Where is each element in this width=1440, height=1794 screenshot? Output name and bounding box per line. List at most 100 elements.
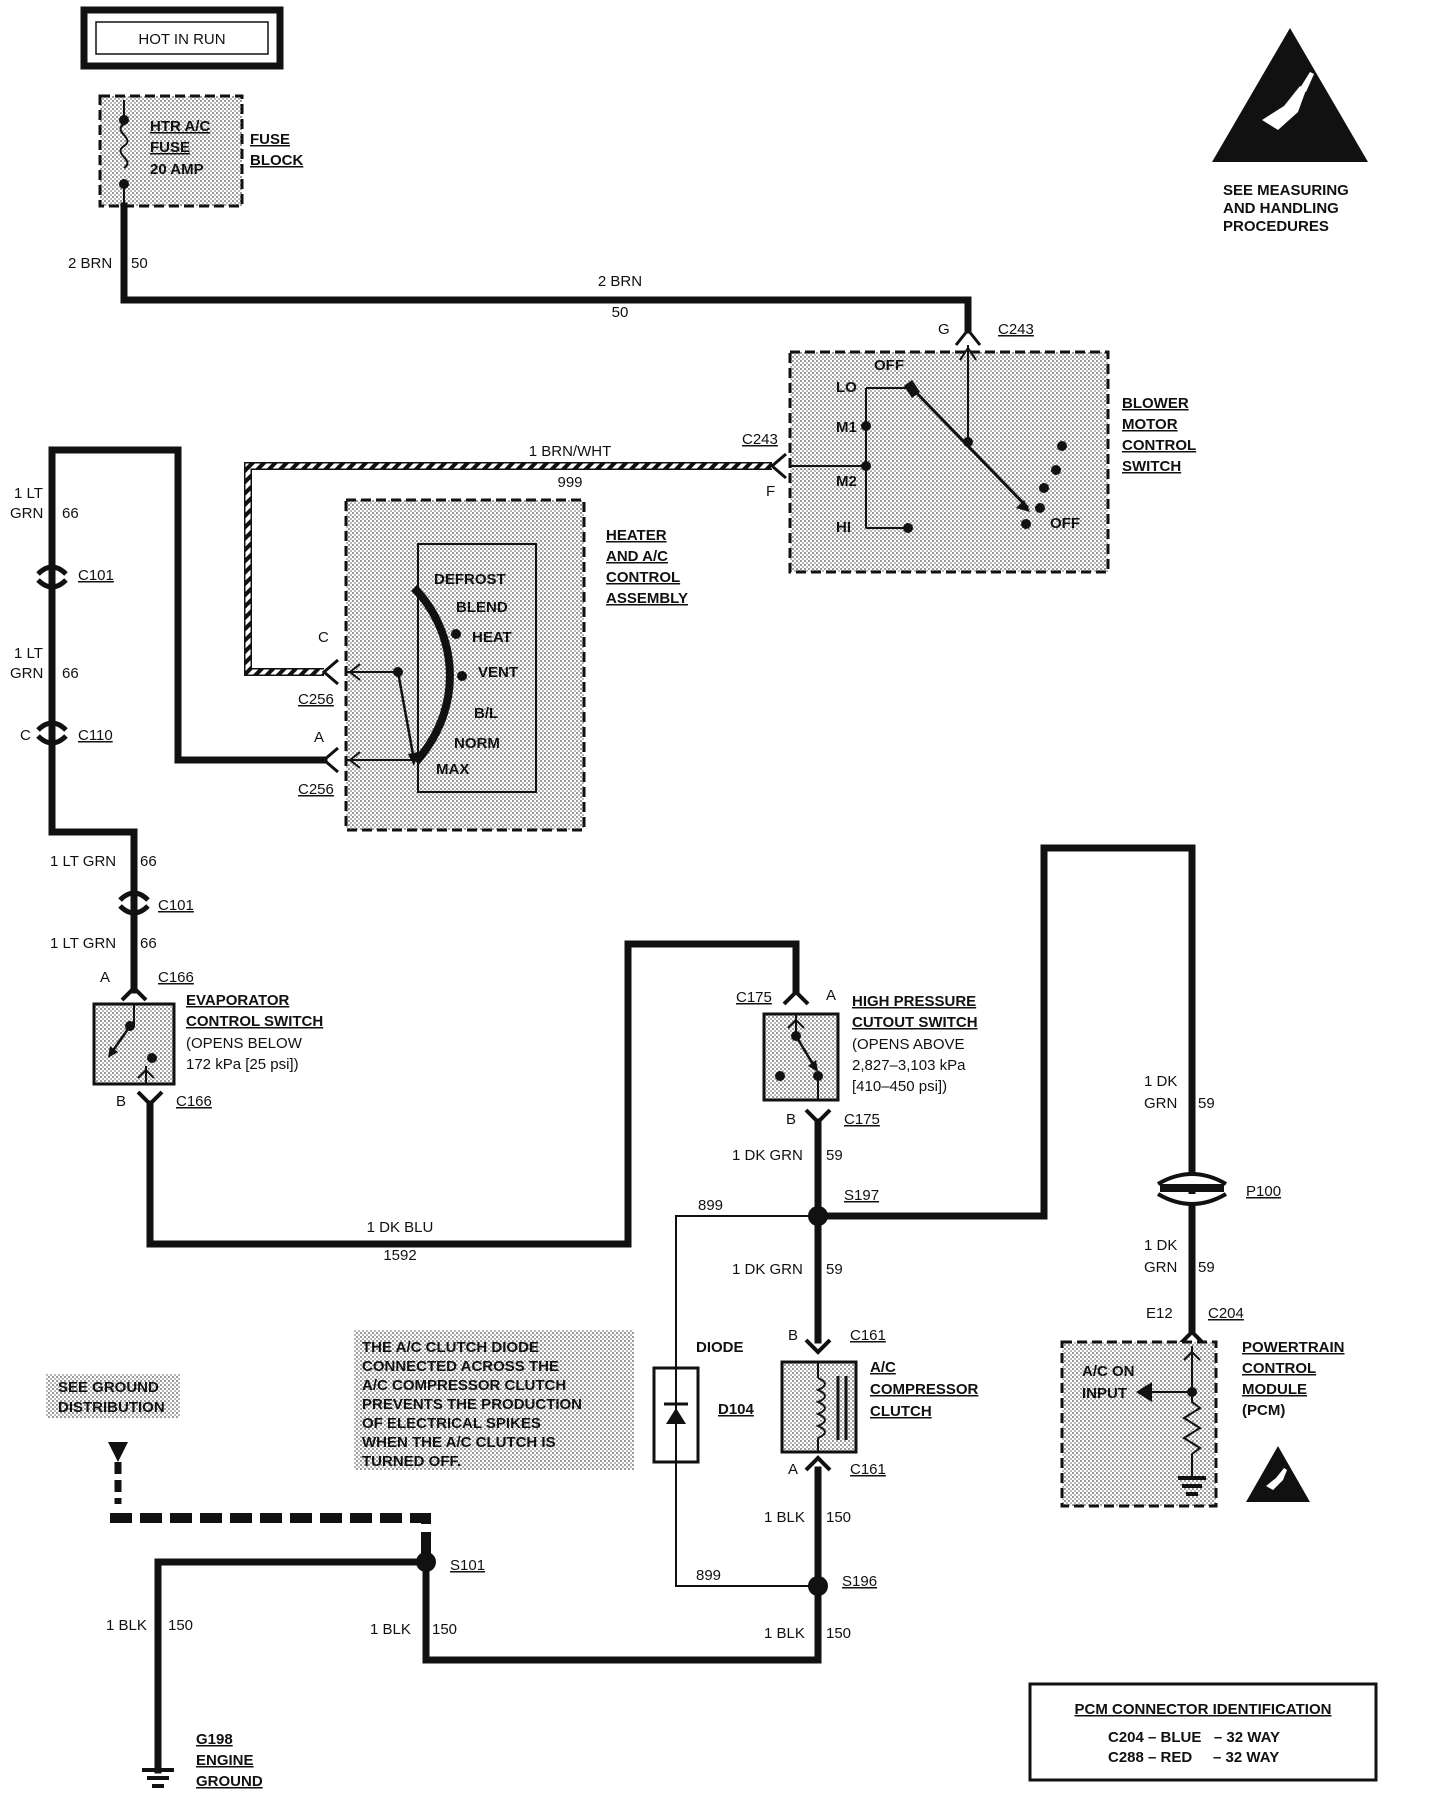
blk-w1-num: 150 [826, 1509, 851, 1526]
pcm-wire-w2-b: GRN [1144, 1259, 1177, 1276]
ltgrn-c101-a: C101 [78, 567, 114, 584]
blower-pos-m2: M2 [836, 473, 857, 490]
pcm-wire-conn: C204 [1208, 1305, 1244, 1322]
connector-c256-c [321, 658, 339, 686]
ground-ref-arrow-icon [108, 1442, 128, 1462]
blk-w4: 1 BLK [370, 1621, 411, 1638]
ltgrn-w2-num: 66 [62, 665, 79, 682]
heater-mode-heat: HEAT [472, 629, 512, 646]
pcm-conn-id-row-2: C288 – RED – 32 WAY [1108, 1749, 1279, 1766]
pcm-wire-w1-a: 1 DK [1144, 1073, 1177, 1090]
dkgrn-w2-num: 59 [826, 1261, 843, 1278]
heater-mode-bl: B/L [474, 705, 498, 722]
ltgrn-w2-b: GRN [10, 665, 43, 682]
hps-title-1: HIGH PRESSURE [852, 993, 976, 1010]
pcm-title-4: (PCM) [1242, 1402, 1285, 1419]
pcm-input-2: INPUT [1082, 1385, 1127, 1402]
diode-note-6: WHEN THE A/C CLUTCH IS [362, 1434, 556, 1451]
hps-note-3: [410–450 psi]) [852, 1078, 947, 1095]
fuse-block-label-2: BLOCK [250, 152, 303, 169]
clutch-conn-a: C161 [850, 1461, 886, 1478]
blower-pos-m1: M1 [836, 419, 857, 436]
heater-conn-a-id: C256 [298, 781, 334, 798]
connector-c101-a [36, 564, 68, 590]
ac-compressor-clutch [780, 1360, 858, 1454]
dkgrn-899-a: 899 [698, 1197, 723, 1214]
hps-pin-a: A [826, 987, 836, 1004]
ground-id: G198 [196, 1731, 233, 1748]
wire-brnwht-label: 1 BRN/WHT [529, 443, 612, 460]
pcm-wire-w1-b: GRN [1144, 1095, 1177, 1112]
hps-conn-b: C175 [844, 1111, 880, 1128]
pcm-wire-w2-a: 1 DK [1144, 1237, 1177, 1254]
esd-warning-icon [1212, 28, 1368, 162]
heater-title-1: HEATER [606, 527, 667, 544]
ltgrn-w3: 1 LT GRN [50, 853, 116, 870]
connector-c166-a [120, 985, 148, 1002]
blk-s196: S196 [842, 1573, 877, 1590]
evaporator-control-switch [92, 1002, 176, 1086]
blower-pos-off-bottom: OFF [1050, 515, 1080, 532]
evap-title-2: CONTROL SWITCH [186, 1013, 323, 1030]
blower-title-1: BLOWER [1122, 395, 1189, 412]
pcm-title-2: CONTROL [1242, 1360, 1316, 1377]
blower-pos-lo: LO [836, 379, 857, 396]
ltgrn-c110: C110 [78, 727, 113, 744]
fuse-label-2: FUSE [150, 139, 190, 156]
ltgrn-w3-num: 66 [140, 853, 157, 870]
blower-pin-f: F [766, 483, 775, 500]
wire-999-label: 999 [557, 474, 582, 491]
pcm-wire-w2-num: 59 [1198, 1259, 1215, 1276]
hot-in-run-box: HOT IN RUN [80, 6, 284, 70]
wire-blk-150 [154, 1466, 822, 1774]
blk-s101: S101 [450, 1557, 485, 1574]
blk-w2: 1 BLK [764, 1625, 805, 1642]
diode-note-3: A/C COMPRESSOR CLUTCH [362, 1377, 566, 1394]
dkgrn-w1: 1 DK GRN [732, 1147, 803, 1164]
fuse-block-label-1: FUSE [250, 131, 290, 148]
pcm-wire-pin: E12 [1146, 1305, 1173, 1322]
connector-c110 [36, 720, 68, 746]
high-pressure-cutout-switch [762, 1012, 840, 1102]
heater-title-4: ASSEMBLY [606, 590, 688, 607]
wire-2brn-label-b: 2 BRN [598, 273, 642, 290]
wire-dkblu-label: 1 DK BLU [367, 1219, 434, 1236]
blk-899-b: 899 [696, 1567, 721, 1584]
blower-title-2: MOTOR [1122, 416, 1178, 433]
pcm-conn-id-title: PCM CONNECTOR IDENTIFICATION [1075, 1701, 1332, 1718]
diode-note-7: TURNED OFF. [362, 1453, 461, 1470]
heater-pin-c: C [318, 629, 329, 646]
ltgrn-c110-pin: C [20, 727, 31, 744]
ltgrn-c101-b: C101 [158, 897, 194, 914]
pcm-title-1: POWERTRAIN [1242, 1339, 1345, 1356]
wire-50-label-b: 50 [612, 304, 629, 321]
blower-conn-g-id: C243 [998, 321, 1034, 338]
blower-motor-control-switch [788, 345, 1110, 574]
ltgrn-w4-num: 66 [140, 935, 157, 952]
pcm-conn-id-row-1: C204 – BLUE – 32 WAY [1108, 1729, 1280, 1746]
blk-w4-num: 150 [432, 1621, 457, 1638]
connector-c161-b [804, 1338, 832, 1355]
ground-ref-box [46, 1374, 180, 1418]
evap-note-2: 172 kPa [25 psi]) [186, 1056, 299, 1073]
evap-conn-a: C166 [158, 969, 194, 986]
pcm-esd-icon [1246, 1446, 1310, 1502]
dkgrn-w1-num: 59 [826, 1147, 843, 1164]
dkgrn-s197: S197 [844, 1187, 879, 1204]
blower-title-3: CONTROL [1122, 437, 1196, 454]
connector-p100 [1156, 1172, 1228, 1206]
connector-c204 [1178, 1329, 1206, 1346]
heater-mode-defrost: DEFROST [434, 571, 506, 588]
diode-note-box [354, 1330, 634, 1470]
heater-mode-vent: VENT [478, 664, 518, 681]
hps-conn-a: C175 [736, 989, 772, 1006]
ground-ref-1: SEE GROUND [58, 1379, 159, 1396]
fuse-label-1: HTR A/C [150, 118, 210, 135]
blower-pos-off-top: OFF [874, 357, 904, 374]
hot-in-run-label: HOT IN RUN [138, 31, 225, 48]
diode-label: DIODE [696, 1339, 744, 1356]
evap-title-1: EVAPORATOR [186, 992, 290, 1009]
esd-note-line-3: PROCEDURES [1223, 218, 1329, 235]
ground-ref-dashed-bus [110, 1513, 431, 1562]
ltgrn-w1-num: 66 [62, 505, 79, 522]
